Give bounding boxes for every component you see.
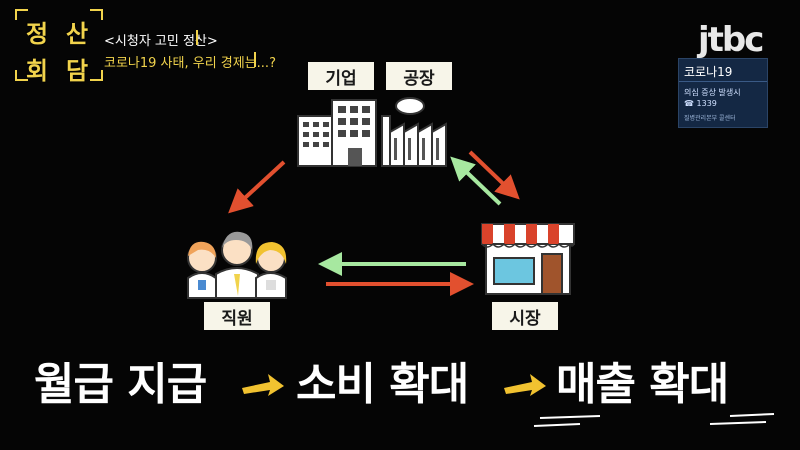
logo-char: 담 bbox=[65, 57, 89, 85]
info-box-title: 코로나19 bbox=[684, 65, 733, 79]
headline-step-consume: 소비 확대 bbox=[296, 359, 469, 410]
employee-icon bbox=[187, 241, 217, 299]
headline-underline-decoration bbox=[533, 413, 775, 427]
market-label: 시장 bbox=[492, 302, 558, 330]
logo-frame-decoration bbox=[15, 9, 103, 81]
factory-icon bbox=[381, 97, 447, 167]
yellow-arrow-icon bbox=[242, 374, 284, 396]
subtitle-topic: 코로나19 사태, 우리 경제는...? bbox=[104, 56, 276, 71]
yellow-arrow-icon bbox=[504, 374, 546, 396]
office-building-icon bbox=[297, 99, 377, 167]
show-logo: 정 산 회 담 bbox=[18, 14, 96, 85]
employee-icon bbox=[215, 231, 259, 299]
broadcaster-logo: jtbc bbox=[698, 20, 764, 60]
company-label: 기업 bbox=[308, 62, 374, 90]
employees-illustration bbox=[187, 231, 287, 299]
market-illustration bbox=[481, 223, 575, 295]
market-to-company-arrow bbox=[450, 156, 502, 206]
subtitle-divider bbox=[196, 30, 198, 45]
employee-icon bbox=[255, 242, 287, 299]
factory-label: 공장 bbox=[386, 62, 452, 90]
logo-char: 산 bbox=[65, 20, 89, 48]
info-box-phone: ☎ 1339 bbox=[684, 99, 717, 108]
headline: 월급 지급 소비 확대 매출 확대 bbox=[0, 348, 800, 418]
info-box-divider bbox=[679, 81, 767, 82]
employee-label: 직원 bbox=[204, 302, 270, 330]
info-box-text: 의심 증상 발생시 bbox=[684, 88, 741, 97]
store-icon bbox=[481, 223, 575, 295]
company-to-employee-arrow bbox=[228, 160, 286, 214]
company-factory-illustration bbox=[297, 97, 447, 167]
info-box-caption: 질병관리본부 콜센터 bbox=[684, 115, 736, 122]
subtitle-segment: <시청자 고민 정산> bbox=[104, 34, 218, 49]
logo-char: 회 bbox=[25, 57, 49, 85]
logo-char: 정 bbox=[25, 20, 49, 48]
covid-info-box: 코로나19 의심 증상 발생시 ☎ 1339 질병관리본부 콜센터 bbox=[678, 58, 768, 128]
company-to-market-arrow bbox=[468, 150, 520, 200]
headline-step-sales: 매출 확대 bbox=[556, 359, 729, 410]
subtitle-divider bbox=[254, 52, 256, 67]
headline-step-salary: 월급 지급 bbox=[34, 359, 207, 410]
